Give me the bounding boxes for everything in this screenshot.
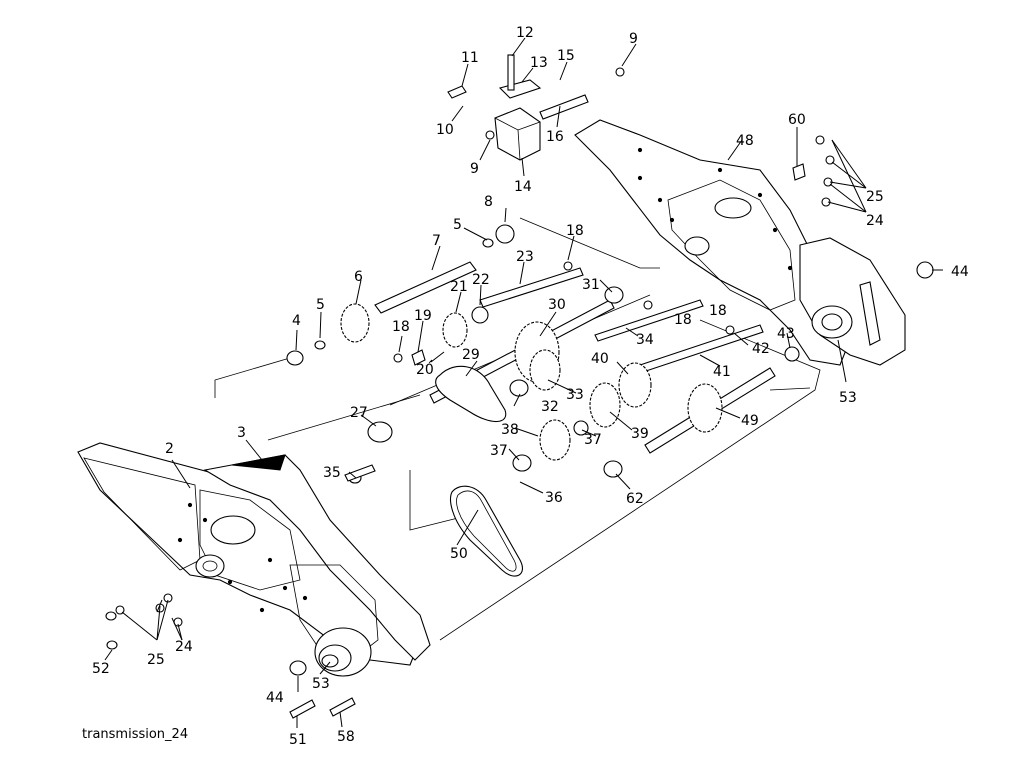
belts: [435, 365, 523, 577]
callout-34: 34: [636, 332, 654, 348]
callout-41: 41: [713, 364, 731, 380]
callout-24-left: 24: [175, 639, 193, 655]
callout-58: 58: [337, 729, 355, 745]
leader-lines: [104, 37, 943, 728]
callout-22: 22: [472, 272, 490, 288]
callout-23: 23: [516, 249, 534, 265]
callout-27: 27: [350, 405, 368, 421]
bushings-washers: [286, 67, 934, 676]
figure-caption: transmission_24: [82, 727, 188, 742]
callout-21: 21: [450, 279, 468, 295]
callout-29: 29: [462, 347, 480, 363]
right-side-plate: [574, 119, 851, 366]
callout-49: 49: [741, 413, 759, 429]
callout-62: 62: [626, 491, 644, 507]
callout-3: 3: [237, 425, 246, 441]
callout-labels: 2 3 4 5 5 6 7 8 9 9 10 11 12 13 14 15 16…: [92, 25, 969, 748]
hardware: [105, 135, 835, 719]
callout-39: 39: [631, 426, 649, 442]
callout-9-right: 9: [629, 31, 638, 47]
callout-50: 50: [450, 546, 468, 562]
callout-37-left: 37: [490, 443, 508, 459]
callout-35: 35: [323, 465, 341, 481]
callout-44-left: 44: [266, 690, 284, 706]
callout-18-a: 18: [566, 223, 584, 239]
callout-5-left: 5: [316, 297, 325, 313]
shift-bracket: [447, 54, 589, 161]
callout-53-right: 53: [839, 390, 857, 406]
callout-2: 2: [165, 441, 174, 457]
callout-31: 31: [582, 277, 600, 293]
callout-6: 6: [354, 269, 363, 285]
callout-60: 60: [788, 112, 806, 128]
callout-20: 20: [416, 362, 434, 378]
callout-7: 7: [432, 233, 441, 249]
callout-51: 51: [289, 732, 307, 748]
callout-13: 13: [530, 55, 548, 71]
left-pulley: [314, 627, 372, 677]
callout-30: 30: [548, 297, 566, 313]
callout-19: 19: [414, 308, 432, 324]
callout-4: 4: [292, 313, 301, 329]
callout-18-d: 18: [709, 303, 727, 319]
callout-10: 10: [436, 122, 454, 138]
callout-18-c: 18: [674, 312, 692, 328]
callout-5-upper: 5: [453, 217, 462, 233]
gears: [340, 303, 723, 461]
callout-25-left: 25: [147, 652, 165, 668]
callout-16: 16: [546, 129, 564, 145]
callout-37-right: 37: [584, 432, 602, 448]
callout-38: 38: [501, 422, 519, 438]
callout-9-left: 9: [470, 161, 479, 177]
callout-15: 15: [557, 48, 575, 64]
callout-8: 8: [484, 194, 493, 210]
callout-42: 42: [752, 341, 770, 357]
callout-40: 40: [591, 351, 609, 367]
callout-48: 48: [736, 133, 754, 149]
callout-14: 14: [514, 179, 532, 195]
right-chain-case: [799, 237, 906, 366]
callout-44-right: 44: [951, 264, 969, 280]
callout-25-right: 25: [866, 189, 884, 205]
callout-36: 36: [545, 490, 563, 506]
callout-12: 12: [516, 25, 534, 41]
callout-18-b: 18: [392, 319, 410, 335]
callout-32: 32: [541, 399, 559, 415]
chain-case-cover: [203, 454, 431, 661]
callout-33: 33: [566, 387, 584, 403]
callout-52: 52: [92, 661, 110, 677]
callout-53-left: 53: [312, 676, 330, 692]
callout-24-right: 24: [866, 213, 884, 229]
callout-43: 43: [777, 326, 795, 342]
callout-11: 11: [461, 50, 479, 66]
